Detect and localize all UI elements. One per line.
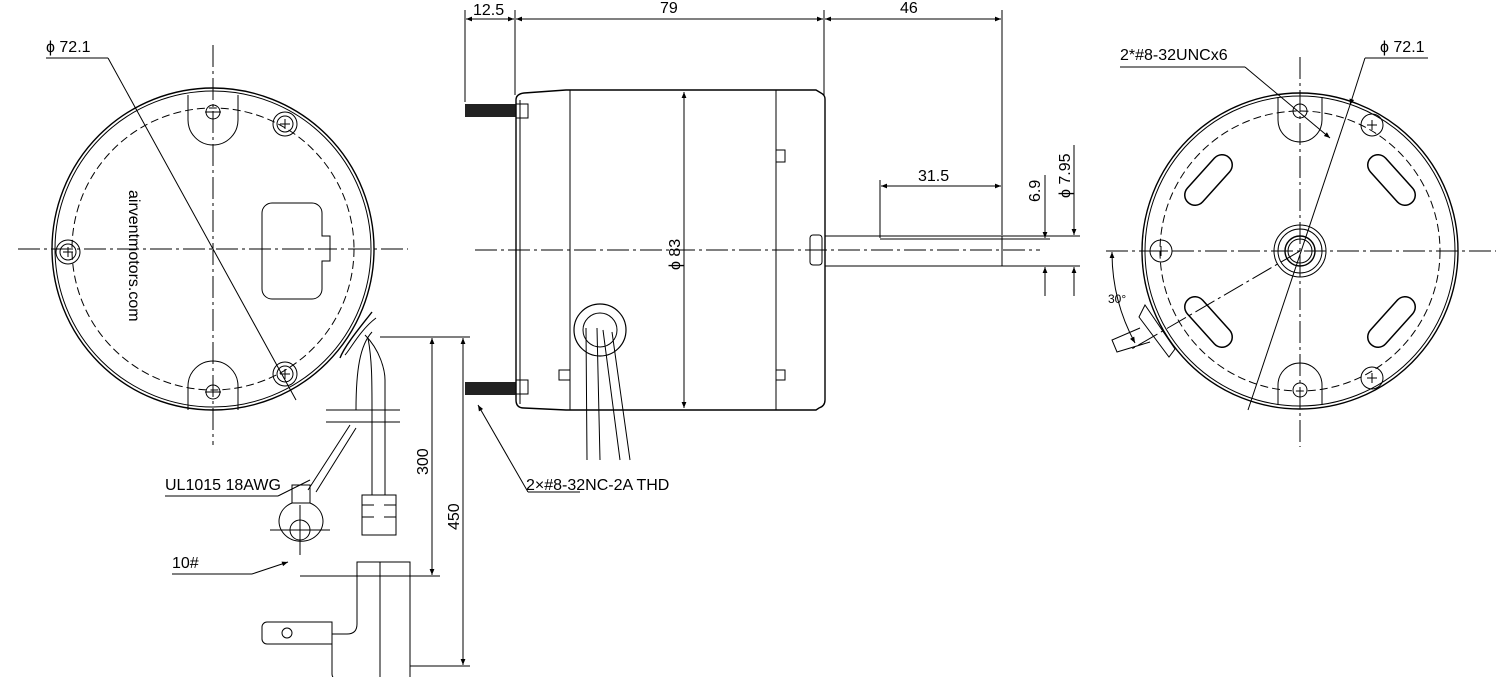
wire-spec-label: UL1015 18AWG (165, 477, 281, 494)
screw-icon (1149, 239, 1173, 263)
screw-icon (1360, 366, 1384, 390)
mounting-stud (465, 382, 516, 395)
front-view: 30° 2*#8-32UNCx6 ϕ 72.1 (1106, 39, 1496, 447)
flat-length-dim: 31.5 (918, 168, 949, 185)
screw-icon (1360, 113, 1384, 137)
screw-icon (272, 111, 298, 137)
angle-label: 30° (1108, 292, 1126, 306)
screw-icon (272, 361, 298, 387)
screw-icon (55, 239, 81, 265)
shaft-diameter-dim: ϕ 7.95 (1057, 153, 1074, 198)
plug-icon (261, 494, 411, 677)
power-cord: 10# UL1015 18AWG 300 450 (165, 311, 470, 677)
terminal-label: 10# (172, 555, 199, 572)
rear-view: airventmotors.com ϕ 72.1 (18, 39, 408, 445)
body-length-dim: 79 (660, 0, 678, 17)
rear-diameter-label: ϕ 72.1 (46, 39, 91, 56)
body-diameter-label: ϕ 83 (667, 239, 684, 270)
stud-length-dim: 12.5 (473, 2, 504, 19)
shaft-length-dim: 46 (900, 0, 918, 17)
mounting-stud (465, 104, 516, 117)
thread-spec-label: 2*#8-32UNCx6 (1120, 47, 1228, 64)
side-view: ϕ 83 12.5 79 46 31.5 6.9 ϕ 7.95 2×#8-32N… (464, 0, 1080, 494)
front-diameter-label: ϕ 72.1 (1380, 39, 1425, 56)
cord-length-450: 450 (446, 503, 463, 530)
flat-diameter-dim: 6.9 (1027, 180, 1044, 202)
brand-text: airventmotors.com (125, 190, 142, 322)
cord-length-300: 300 (415, 448, 432, 475)
stud-thread-label: 2×#8-32NC-2A THD (526, 477, 669, 494)
